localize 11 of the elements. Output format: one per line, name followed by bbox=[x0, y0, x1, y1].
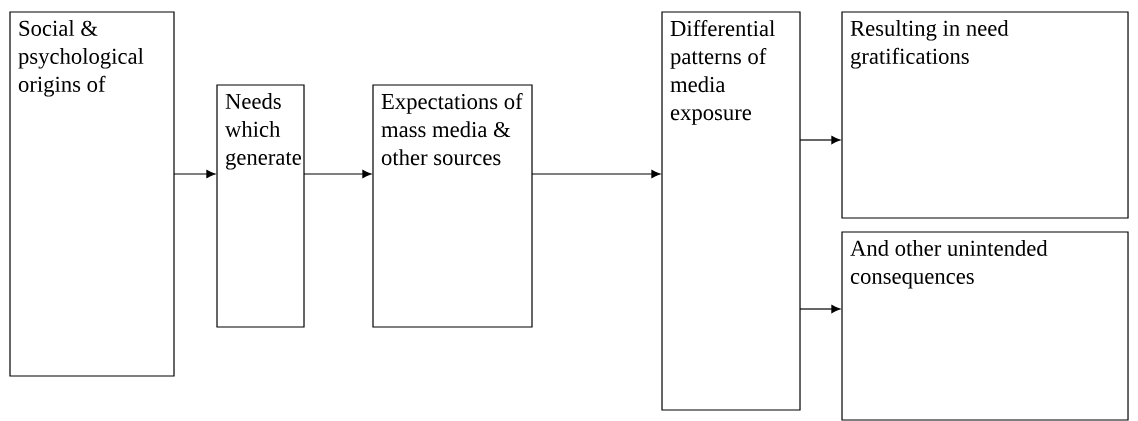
process-box: And other unintended consequences bbox=[841, 231, 1129, 421]
process-box: Expectations of mass media & other sources bbox=[372, 84, 533, 328]
arrow bbox=[531, 169, 661, 179]
arrow bbox=[799, 304, 841, 314]
arrow bbox=[303, 169, 372, 179]
process-box: Differential patterns of media exposure bbox=[661, 11, 801, 411]
process-box: Resulting in need gratifications bbox=[841, 11, 1129, 219]
process-box: Social & psychological origins of bbox=[9, 11, 175, 377]
process-box: Needs which generate bbox=[216, 84, 305, 328]
arrow bbox=[799, 135, 841, 145]
arrow bbox=[173, 169, 216, 179]
